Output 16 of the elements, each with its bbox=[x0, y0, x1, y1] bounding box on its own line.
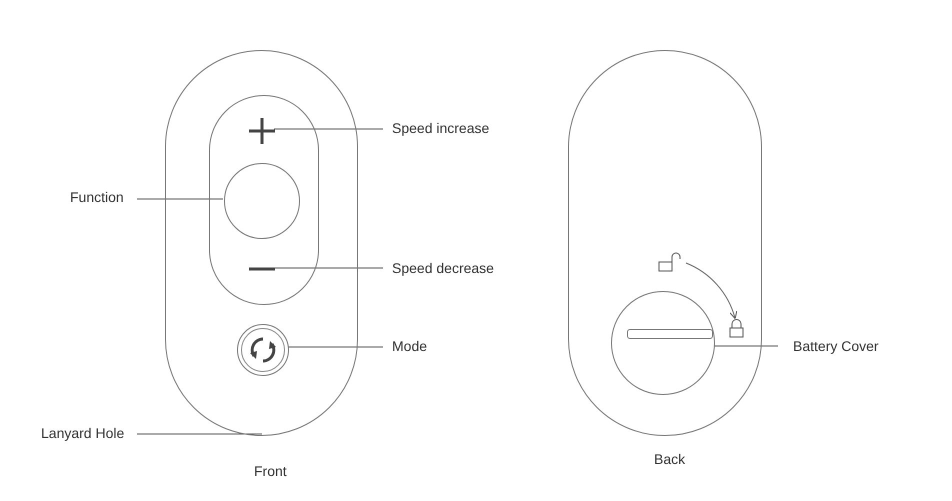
plus-icon bbox=[249, 118, 275, 144]
callout-label: Speed increase bbox=[392, 120, 490, 136]
callout-label: Lanyard Hole bbox=[41, 425, 124, 441]
view-caption: Back bbox=[654, 451, 686, 467]
round-button bbox=[611, 291, 715, 395]
leader-line bbox=[136, 198, 224, 200]
round-button bbox=[224, 163, 300, 239]
callout-label: Speed decrease bbox=[392, 260, 494, 276]
view-caption: Front bbox=[254, 463, 287, 479]
leader-line bbox=[288, 346, 384, 348]
callout-label: Mode bbox=[392, 338, 428, 354]
remote-body bbox=[568, 50, 762, 436]
callout-label: Battery Cover bbox=[793, 338, 879, 354]
remote-body bbox=[165, 50, 358, 436]
callout-label: Function bbox=[70, 189, 124, 205]
leader-line bbox=[274, 128, 384, 130]
